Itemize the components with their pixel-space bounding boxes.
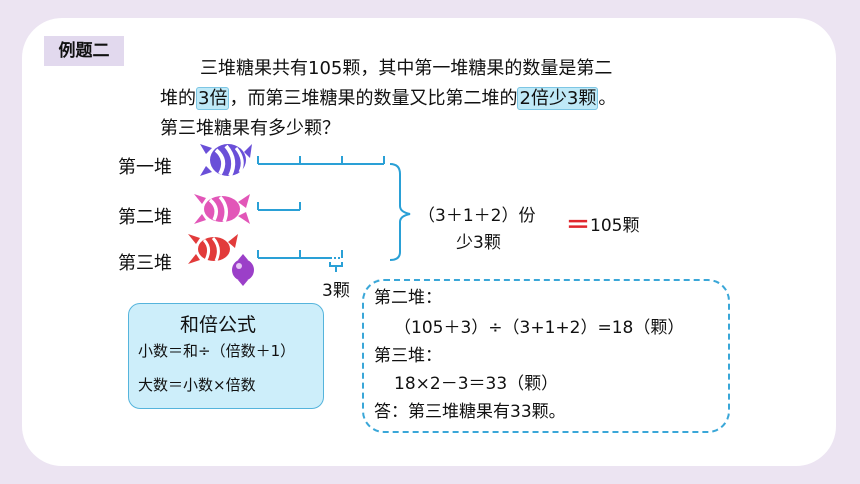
segment-diagram [257,156,411,272]
pile-label-second: 第二堆 [118,207,172,228]
problem-text: 堆的 [160,88,196,109]
total-brace [389,163,411,261]
formula-box [128,303,324,409]
candy-icon [200,144,252,177]
formula-title: 和倍公式 [180,314,257,336]
problem-text: 。 [598,88,617,109]
diff-label: 3颗 [322,281,350,301]
equals-sign: ＝ [566,211,590,239]
problem-line-3: 第三堆糖果有多少颗？ [160,118,340,139]
candy-icon [232,254,254,286]
candy-icon [194,194,250,224]
example-tag: 例题二 [44,36,124,66]
solution-step2-calc: 18×2－3＝33（颗） [394,374,559,394]
candy-icon [188,234,238,264]
pile-label-first: 第一堆 [118,157,172,178]
sum-parts-line-2: 少3颗 [456,233,501,253]
solution-box [362,279,730,433]
problem-line-1: 三堆糖果共有105颗，其中第一堆糖果的数量是第二 [200,58,613,79]
solution-step1-title: 第二堆： [374,288,442,308]
solution-step2-title: 第三堆： [374,346,442,366]
highlight-less: 2倍少3颗 [517,87,599,110]
solution-step1-calc: （105＋3）÷（3+1+2）=18（颗） [394,318,685,338]
total-label: 105颗 [590,216,640,236]
highlight-times: 3倍 [196,87,230,110]
formula-small: 小数＝和÷（倍数＋1） [138,342,296,360]
solution-answer: 答：第三堆糖果有33颗。 [374,402,566,422]
sum-parts-line-1: （3＋1＋2）份 [418,206,536,226]
diff-brace [329,262,343,272]
formula-large: 大数＝小数×倍数 [138,376,256,394]
problem-text: ，而第三堆糖果的数量又比第二堆的 [229,88,518,109]
pile-label-third: 第三堆 [118,253,172,274]
